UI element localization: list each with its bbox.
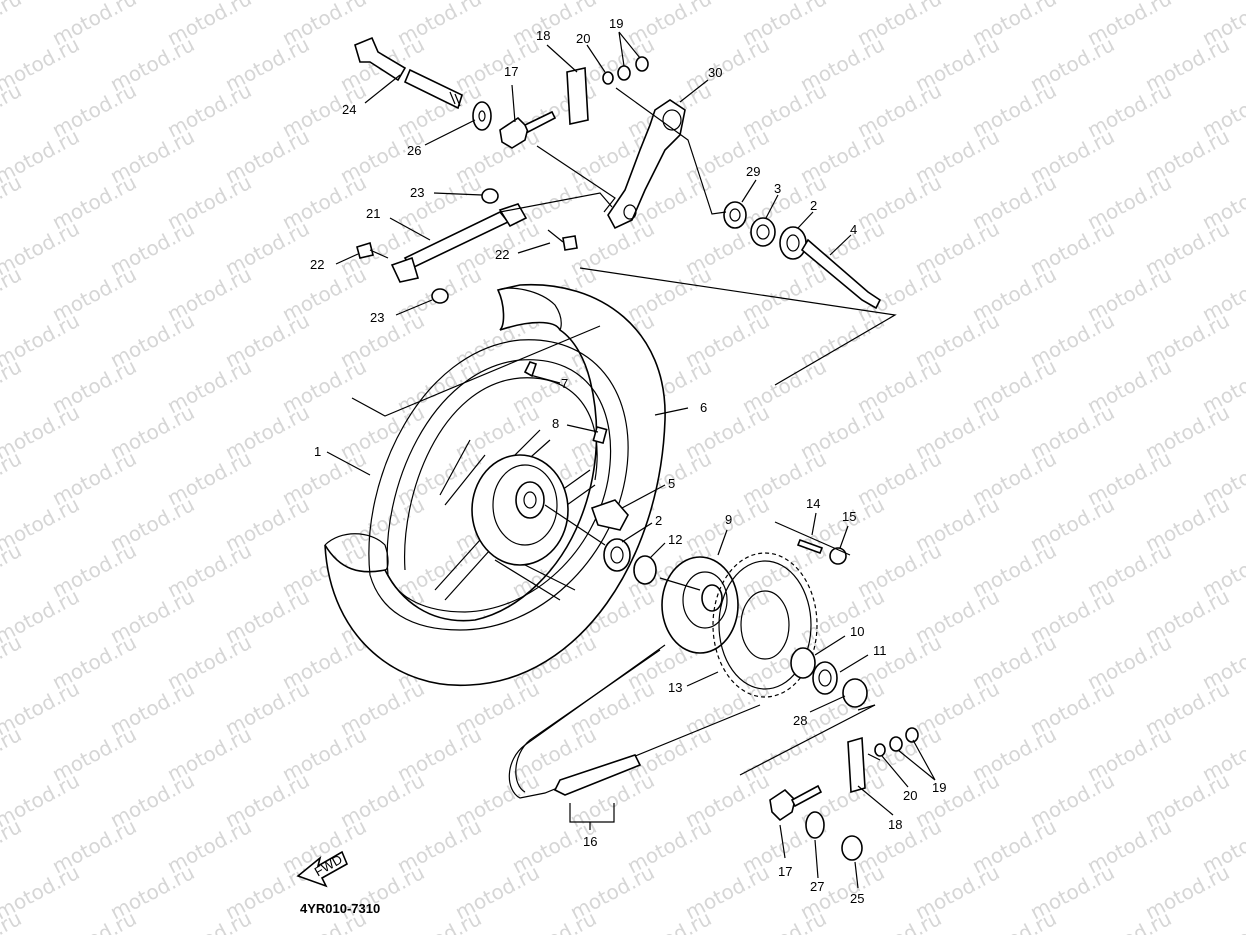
leader-lines [326, 31, 936, 889]
callout-24: 24 [342, 102, 356, 117]
watermark-text: motod.ru [0, 262, 25, 326]
callout-25: 25 [850, 891, 864, 906]
callout-3: 3 [774, 181, 781, 196]
callout-30: 30 [708, 65, 722, 80]
callout-18-upper: 18 [536, 28, 550, 43]
callout-17-lower: 17 [778, 864, 792, 879]
callout-4: 4 [850, 222, 857, 237]
watermark-text: motod.ru [0, 538, 25, 602]
watermark-text: motod.ru [0, 446, 25, 510]
watermark-text: motod.ru [1083, 906, 1175, 935]
watermark-text: motod.ru [0, 354, 25, 418]
watermark-text: motod.ru [1198, 906, 1246, 935]
callout-22-right: 22 [495, 247, 509, 262]
callout-29: 29 [746, 164, 760, 179]
callout-27: 27 [810, 879, 824, 894]
callout-6: 6 [700, 400, 707, 415]
callout-12: 12 [668, 532, 682, 547]
callout-22-left: 22 [310, 257, 324, 272]
callout-14: 14 [806, 496, 820, 511]
assembly-reference-lines [351, 87, 897, 823]
callout-11: 11 [873, 643, 887, 658]
callout-19-lower: 19 [932, 780, 946, 795]
watermark-text: motod.ru [0, 78, 25, 142]
watermark-text: motod.ru [853, 906, 945, 935]
callout-21: 21 [366, 206, 380, 221]
callout-labels: 1 2 2 3 4 5 6 7 8 9 10 11 12 13 14 15 16… [310, 16, 946, 906]
watermark-text: motod.ru [0, 722, 25, 786]
callout-20-upper: 20 [576, 31, 590, 46]
watermark-text: motod.ru [0, 0, 25, 50]
callout-2-upper: 2 [810, 198, 817, 213]
callout-13: 13 [668, 680, 682, 695]
diagram-reference-code: 4YR010-7310 [300, 901, 380, 916]
watermark-text: motod.ru [0, 814, 25, 878]
callout-23-lower: 23 [370, 310, 384, 325]
watermark-text: motod.ru [623, 906, 715, 935]
callout-20-lower: 20 [903, 788, 917, 803]
callout-16: 16 [583, 834, 597, 849]
watermark-text: motod.ru [163, 906, 255, 935]
watermark-text: motod.ru [968, 906, 1060, 935]
callout-8: 8 [552, 416, 559, 431]
rear-wheel-assembly [324, 283, 666, 687]
callout-15: 15 [842, 509, 856, 524]
watermark-text: motod.ru [738, 906, 830, 935]
watermark-text: motod.ru [0, 170, 25, 234]
callout-18-lower: 18 [888, 817, 902, 832]
watermark-text: motod.ru [0, 630, 25, 694]
callout-7: 7 [561, 376, 568, 391]
callout-10: 10 [850, 624, 864, 639]
callout-9: 9 [725, 512, 732, 527]
callout-2-lower: 2 [655, 513, 662, 528]
axle-and-brake-bracket [354, 36, 882, 310]
sprocket-drive-assembly [508, 538, 919, 861]
watermark-text: motod.ru [393, 906, 485, 935]
callout-28: 28 [793, 713, 807, 728]
callout-1: 1 [314, 444, 321, 459]
watermark-text: motod.ru [508, 906, 600, 935]
callout-23-upper: 23 [410, 185, 424, 200]
watermark-text: motod.ru [48, 906, 140, 935]
callout-5: 5 [668, 476, 675, 491]
callout-19-upper: 19 [609, 16, 623, 31]
callout-26: 26 [407, 143, 421, 158]
callout-17-upper: 17 [504, 64, 518, 79]
